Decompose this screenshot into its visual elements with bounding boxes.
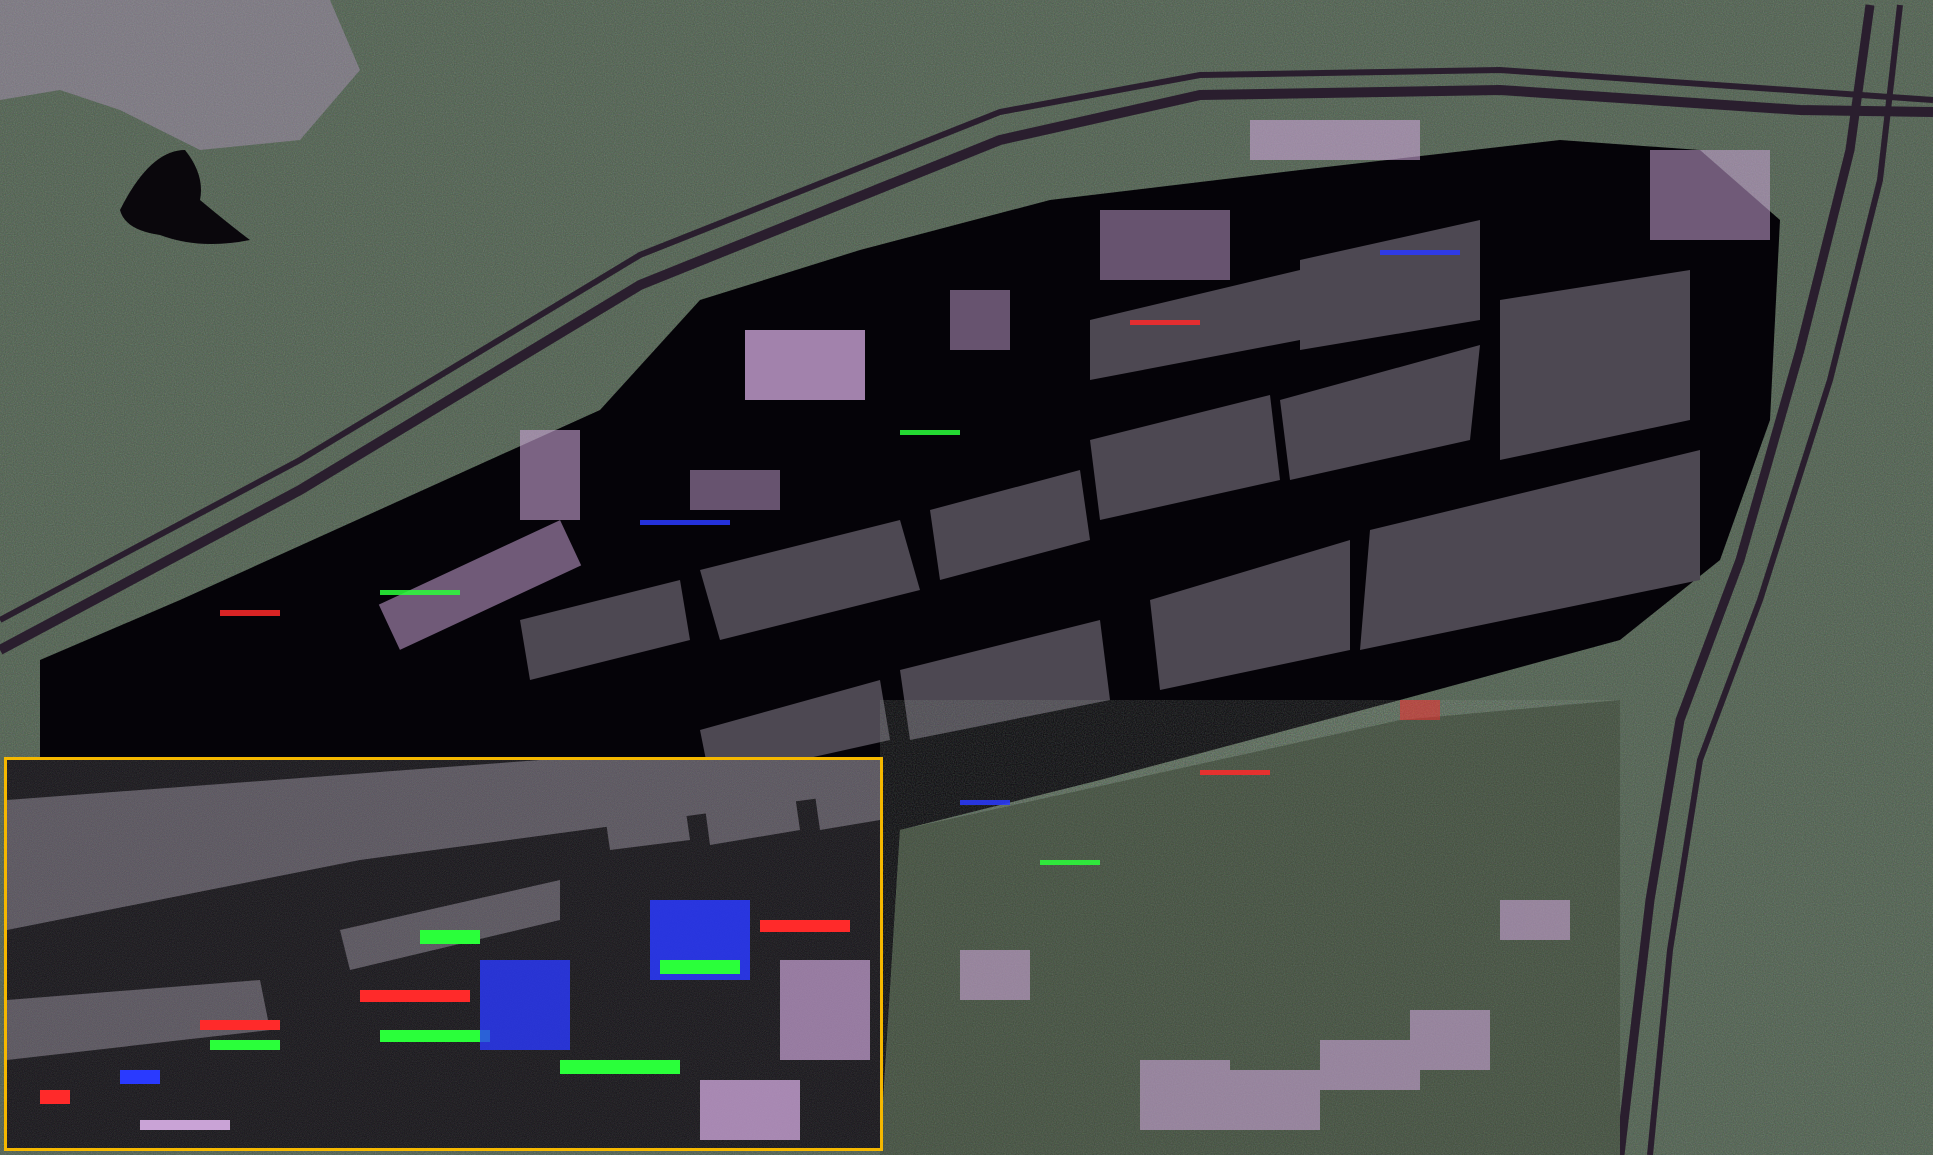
- inset-bright-targets: [40, 900, 870, 1140]
- industrial-buildings: [960, 900, 1570, 1130]
- grass-islands: [520, 220, 1700, 780]
- railway-line: [0, 84, 1933, 655]
- urban-area: [0, 0, 360, 150]
- terminal-buildings: [378, 120, 1770, 650]
- right-highway-2: [1647, 4, 1903, 1155]
- right-highway: [1615, 4, 1875, 1155]
- highway-line: [0, 66, 1933, 623]
- zoom-inset: [7, 760, 880, 1148]
- lake: [120, 150, 250, 244]
- speckle-highlights: [220, 250, 1460, 865]
